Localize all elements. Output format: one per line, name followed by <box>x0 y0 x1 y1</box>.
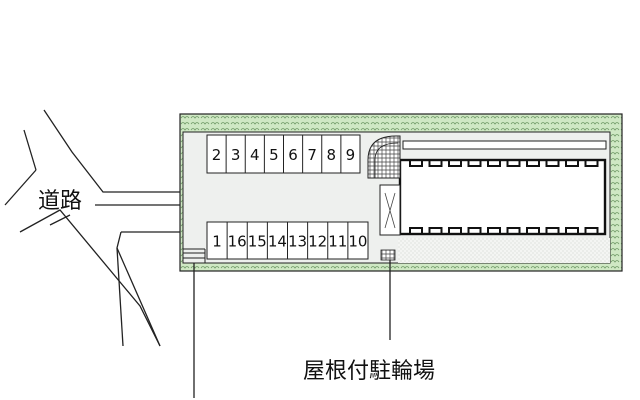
balcony-notch <box>487 160 501 167</box>
parking-space-number: 6 <box>288 146 298 164</box>
parking-space-number: 1 <box>212 233 222 251</box>
road-lines <box>4 109 180 347</box>
balcony-notch <box>584 227 599 234</box>
parking-space-number: 8 <box>327 146 337 164</box>
balcony-notch <box>487 227 501 234</box>
balcony-notch <box>545 160 560 167</box>
balcony-notch <box>584 160 599 167</box>
balcony-notch <box>409 160 423 167</box>
balcony-notch <box>506 227 521 234</box>
ground-texture <box>398 238 610 263</box>
parking-space-number: 10 <box>348 233 367 251</box>
entrance-stair <box>183 248 206 263</box>
parking-space-number: 11 <box>328 233 347 251</box>
parking-space-number: 9 <box>346 146 356 164</box>
stepped-edge-icon <box>183 248 206 263</box>
parking-space-number: 7 <box>307 146 317 164</box>
balcony-notch <box>526 227 540 234</box>
bicycle-shelter <box>379 184 401 261</box>
balcony-notch <box>565 160 579 167</box>
parking-space-number: 16 <box>228 233 247 251</box>
balcony-notch <box>506 160 521 167</box>
parking-space-number: 4 <box>250 146 260 164</box>
road-label: 道路 <box>38 189 82 214</box>
bicycle-parking-label: 屋根付駐輪場 <box>303 359 435 384</box>
balcony-notch <box>545 227 560 234</box>
balcony-notch <box>428 160 443 167</box>
parking-space-number: 13 <box>288 233 307 251</box>
balcony-notch <box>526 160 540 167</box>
parking-space-number: 5 <box>269 146 279 164</box>
balcony-notch <box>467 227 482 234</box>
balcony-notch <box>467 160 482 167</box>
parking-space-number: 3 <box>231 146 241 164</box>
balcony-notch <box>448 227 462 234</box>
balcony-notch <box>565 227 579 234</box>
balcony-notch <box>428 227 443 234</box>
parking-space-number: 15 <box>248 233 267 251</box>
hatched-square-icon <box>380 249 396 261</box>
parking-space-number: 2 <box>212 146 222 164</box>
parking-space-number: 14 <box>268 233 287 251</box>
parking-space-number: 12 <box>308 233 327 251</box>
balcony-notch <box>409 227 423 234</box>
balcony-notch <box>448 160 462 167</box>
entrance-curve <box>367 135 401 179</box>
building-balcony-notches <box>409 160 599 234</box>
